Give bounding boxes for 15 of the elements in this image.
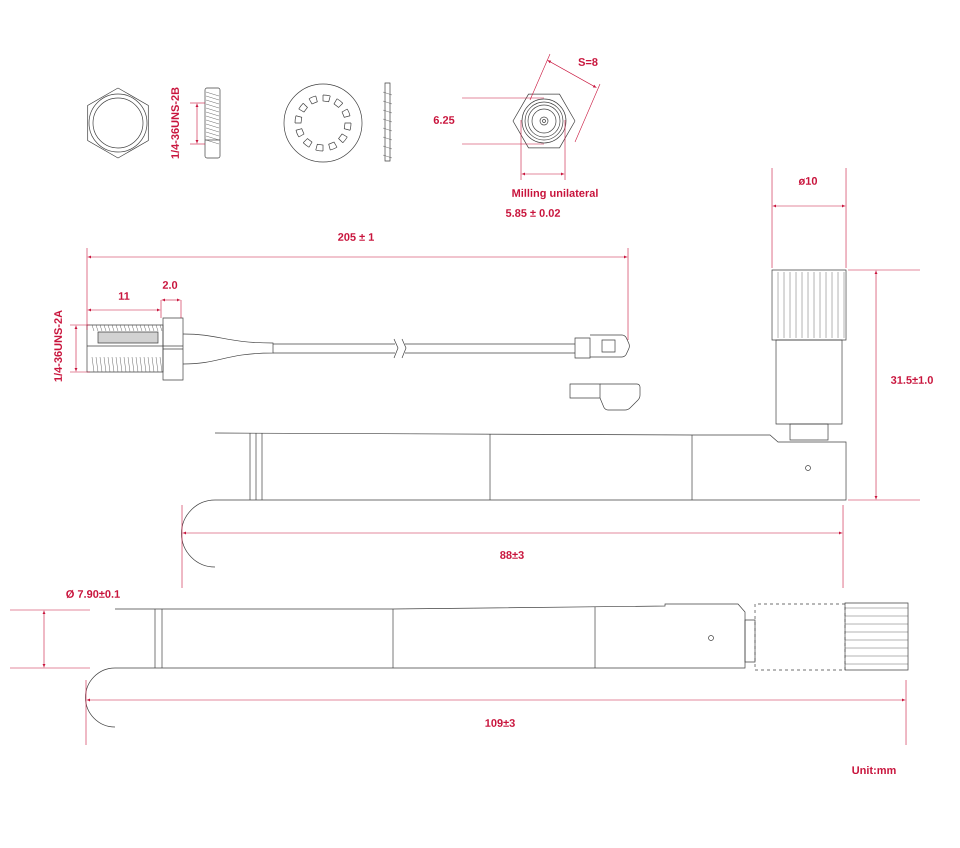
dimension-label: 88±3 <box>500 551 524 559</box>
dimension-label: S=8 <box>578 58 598 66</box>
dimension-label: Unit:mm <box>852 766 896 774</box>
dimension-label: ø10 <box>798 177 818 185</box>
dimension-label: 1/4-36UNS-2B <box>170 87 180 158</box>
dimension-label: 1/4-36UNS-2A <box>54 310 62 382</box>
dimension-label: 205 ± 1 <box>338 233 374 241</box>
dimension-label: 6.25 <box>434 116 454 124</box>
dimension-label: 109±3 <box>485 719 515 727</box>
dimension-label: Ø 7.90±0.1 <box>66 590 120 598</box>
dimension-label: 11 <box>118 292 130 300</box>
dimension-label: 31.5±1.0 <box>890 376 933 384</box>
dimension-label: 2.0 <box>162 281 178 289</box>
dimension-label: Milling unilateral <box>512 188 598 200</box>
dimension-label: 5.85 ± 0.02 <box>506 209 560 217</box>
